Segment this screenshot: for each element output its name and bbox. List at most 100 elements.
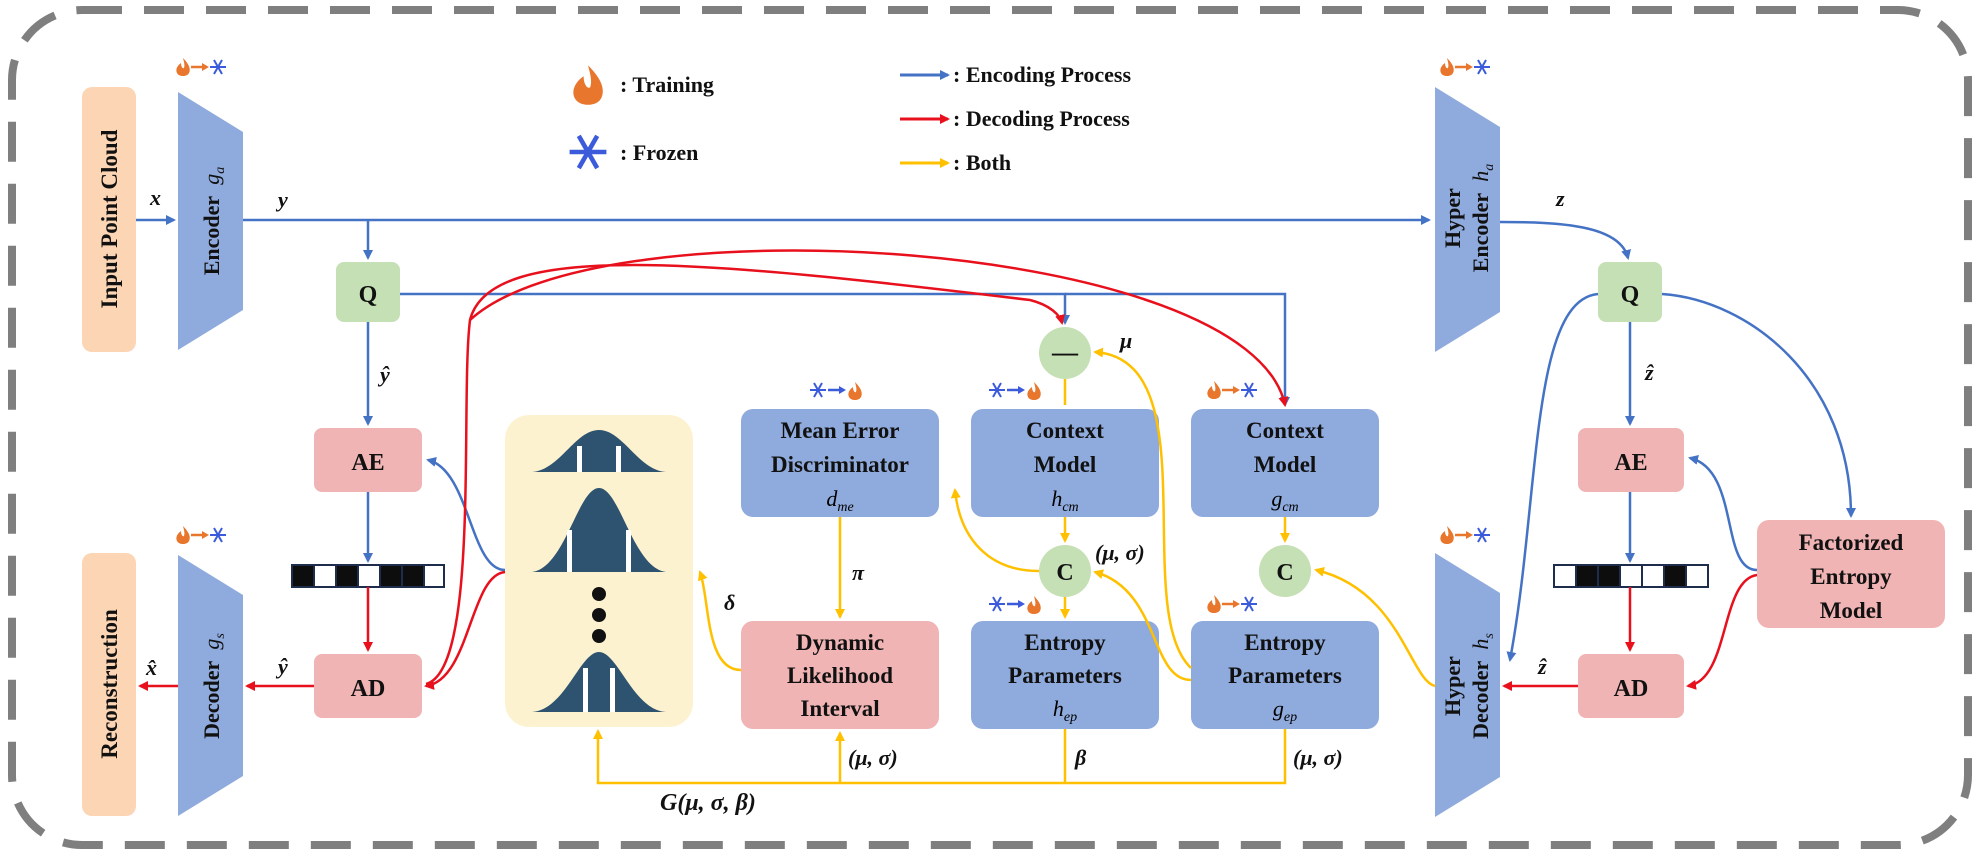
quantizer-left-label: Q (359, 282, 378, 308)
encoder-fire-to-snow-icon (176, 58, 226, 76)
legend-frozen: : Frozen (620, 140, 698, 165)
concat-node-left (1039, 545, 1091, 597)
mean-error-symbol: dme (826, 486, 853, 515)
label-z-hat-bottom: ẑ (1537, 654, 1547, 679)
decoder-fire-to-snow-icon (176, 526, 226, 544)
gaussian-curve-2 (532, 488, 666, 572)
factorized-line1: Factorized (1799, 530, 1904, 555)
context-hcm-line1: Context (1026, 418, 1104, 443)
label-pi: π (852, 560, 865, 585)
ad-left-label: AD (351, 676, 386, 702)
context-hcm-symbol: hcm (1051, 486, 1078, 515)
context-hcm-line2: Model (1034, 452, 1097, 477)
legend-both: : Both (953, 150, 1011, 175)
context-model-gcm (1191, 409, 1379, 517)
hyper-encoder-line2: Encoder ha (1468, 164, 1497, 273)
both-arrows (593, 347, 1436, 785)
label-z-hat-top: ẑ (1644, 360, 1654, 385)
subtraction-node (1039, 327, 1091, 379)
ep-hep-symbol: hep (1053, 696, 1077, 725)
reconstruction-block (82, 553, 136, 816)
label-delta: δ (724, 590, 735, 615)
factorized-entropy-model (1757, 520, 1945, 628)
ep-hep-line2: Parameters (1008, 663, 1122, 688)
label-x: x (149, 185, 161, 210)
factorized-line3: Model (1820, 598, 1883, 623)
ellipsis-dots (592, 587, 606, 643)
arithmetic-decoder-left (314, 654, 422, 718)
label-x-hat: x̂ (145, 655, 157, 680)
quantizer-right (1598, 262, 1662, 322)
mean-error-discriminator (741, 409, 939, 517)
label-mu-sigma-gep: (μ, σ) (1293, 745, 1343, 770)
ae-right-label: AE (1614, 450, 1647, 476)
quantizer-left (336, 262, 400, 322)
label-mu-sigma-dli: (μ, σ) (848, 745, 898, 770)
mean-error-line2: Discriminator (771, 452, 909, 477)
label-beta: β (1074, 745, 1087, 770)
decoding-arrows (138, 249, 1758, 691)
label-z: z (1555, 186, 1565, 211)
gaussian-curve-3 (532, 652, 666, 712)
encoder-label: Encoder ga (199, 167, 228, 276)
input-point-cloud-label: Input Point Cloud (97, 129, 122, 308)
input-point-cloud-block (82, 87, 136, 352)
arithmetic-decoder-right (1578, 654, 1684, 718)
outer-frame (8, 6, 1972, 849)
bitstream-right (1553, 564, 1709, 588)
context-gcm-symbol: gcm (1271, 486, 1298, 515)
decoder-label: Decoder gs (199, 633, 228, 739)
ad-right-label: AD (1614, 676, 1649, 702)
training-fire-icon (573, 65, 603, 105)
legend-training: : Training (620, 72, 714, 97)
label-y-hat-top: ŷ (377, 362, 390, 387)
hyper-encoder-fire-to-snow-icon (1440, 58, 1490, 76)
label-mu: μ (1119, 328, 1132, 353)
concat-right-label: C (1276, 560, 1293, 586)
hyper-encoder-line1: Hyper (1440, 188, 1465, 248)
frozen-snowflake-icon (570, 136, 607, 168)
context-gcm-line2: Model (1254, 452, 1317, 477)
entropy-gep-fire-to-snow-icon (1207, 595, 1257, 613)
ae-left-label: AE (351, 450, 384, 476)
arithmetic-encoder-left (314, 428, 422, 492)
label-G: G(μ, σ, β) (660, 790, 756, 816)
quantizer-right-label: Q (1621, 282, 1640, 308)
ep-gep-line1: Entropy (1244, 630, 1326, 655)
label-y-hat-bottom: ŷ (275, 654, 288, 679)
hyper-encoder-ha (1435, 87, 1500, 352)
factorized-line2: Entropy (1810, 564, 1892, 589)
hyper-decoder-fire-to-snow-icon (1440, 526, 1490, 544)
legend: : Training : Frozen : Encoding Process :… (570, 62, 1131, 175)
dli-line1: Dynamic (796, 630, 884, 655)
ep-gep-line2: Parameters (1228, 663, 1342, 688)
context-gcm-line1: Context (1246, 418, 1324, 443)
dli-line3: Interval (800, 696, 879, 721)
dynamic-likelihood-interval (741, 621, 939, 729)
encoder-ga (178, 92, 243, 350)
bitstream-left (291, 564, 445, 588)
gaussian-curve-1 (532, 430, 666, 472)
hyper-decoder-line1: Hyper (1440, 656, 1465, 716)
context-model-hcm (971, 409, 1159, 517)
entropy-parameters-gep (1191, 621, 1379, 729)
ep-hep-line1: Entropy (1024, 630, 1106, 655)
concat-left-label: C (1056, 560, 1073, 586)
ep-gep-symbol: gep (1273, 696, 1297, 725)
encoding-arrows (136, 215, 1856, 662)
entropy-parameters-hep (971, 621, 1159, 729)
subtraction-symbol: — (1051, 338, 1079, 367)
reconstruction-label: Reconstruction (97, 609, 122, 759)
discriminator-snow-to-fire-icon (810, 382, 862, 400)
label-mu-sigma-c: (μ, σ) (1095, 540, 1145, 565)
context-hcm-snow-to-fire-icon (989, 382, 1041, 400)
dli-line2: Likelihood (787, 663, 893, 688)
legend-decoding: : Decoding Process (953, 106, 1130, 131)
mean-error-line1: Mean Error (780, 418, 899, 443)
concat-node-right (1259, 545, 1311, 597)
math-labels: x y ŷ ŷ x̂ z ẑ ẑ μ (μ, σ) π δ β (μ, σ) (… (145, 185, 1654, 816)
legend-encoding: : Encoding Process (953, 62, 1131, 87)
hyper-decoder-line2: Decoder hs (1468, 633, 1497, 739)
label-y: y (275, 187, 288, 212)
decoder-gs (178, 555, 243, 816)
